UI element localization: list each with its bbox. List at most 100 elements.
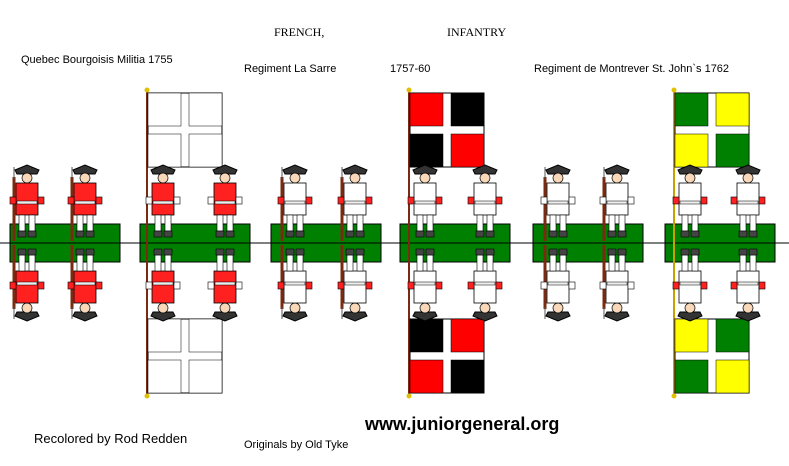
tricorne-hat [545, 311, 571, 322]
flag-quadrant [147, 133, 182, 168]
leg [286, 214, 294, 232]
leg [286, 254, 294, 272]
soldier [67, 245, 103, 322]
tricorne-hat [735, 164, 761, 175]
cuff [305, 196, 313, 205]
shoe [748, 230, 758, 238]
leg [346, 254, 354, 272]
face [289, 302, 301, 314]
soldier [9, 245, 45, 322]
label-la-sarre: Regiment La Sarre [244, 63, 337, 75]
face [157, 172, 169, 184]
face [742, 172, 754, 184]
shoe [485, 230, 495, 238]
cuff [95, 281, 103, 290]
leg [164, 254, 172, 272]
montrever-officers-with-flag [671, 87, 766, 399]
website-link[interactable]: www.juniorgeneral.org [365, 414, 560, 434]
mirrored-figures [145, 248, 243, 322]
mirrored-figures [407, 248, 503, 322]
shoe [17, 248, 27, 256]
belt [74, 200, 96, 205]
flag-quadrant [188, 318, 223, 353]
soldier [337, 245, 373, 322]
flag [147, 92, 223, 168]
leg [76, 214, 84, 232]
soldier [730, 248, 766, 322]
flag [409, 318, 485, 394]
flag-quadrant [147, 318, 182, 353]
belt [474, 281, 496, 286]
belt [679, 200, 701, 205]
cuff [173, 281, 181, 290]
flag-quadrant [674, 359, 709, 394]
soldier [540, 164, 576, 241]
shoe [285, 230, 295, 238]
cuff [758, 281, 766, 290]
soldier [277, 245, 313, 322]
shoe [617, 248, 627, 256]
cuff [95, 196, 103, 205]
credit-originals: Originals by Old Tyke [244, 439, 349, 451]
coat [605, 182, 629, 216]
soldier [672, 248, 708, 322]
leg [691, 214, 699, 232]
cuff [599, 196, 607, 205]
flag-quadrant [188, 359, 223, 394]
soldier [145, 248, 181, 322]
cuff [207, 281, 215, 290]
shoe [345, 230, 355, 238]
soldier [337, 164, 373, 241]
soldier [672, 164, 708, 238]
flag [674, 92, 750, 168]
flag [147, 318, 223, 394]
cuff [495, 281, 503, 290]
leg [76, 254, 84, 272]
face [79, 302, 91, 314]
tricorne-hat [72, 311, 98, 322]
leg [154, 254, 162, 272]
belt [737, 281, 759, 286]
face [742, 302, 754, 314]
upright-figures [672, 164, 766, 238]
shoe [680, 248, 690, 256]
cuff [365, 281, 373, 290]
flag-quadrant [188, 133, 223, 168]
leg [86, 214, 94, 232]
cuff [467, 281, 475, 290]
tricorne-hat [14, 311, 40, 322]
soldier [67, 164, 103, 241]
flag-quadrant [450, 359, 485, 394]
flag-quadrant [674, 318, 709, 353]
tricorne-hat [412, 164, 438, 175]
belt [679, 281, 701, 286]
shoe [607, 230, 617, 238]
belt [16, 200, 38, 205]
soldier [207, 164, 243, 238]
shoe [485, 248, 495, 256]
coat [151, 270, 175, 304]
cuff [407, 281, 415, 290]
shoe [85, 230, 95, 238]
cuff [700, 196, 708, 205]
shoe [475, 248, 485, 256]
title-french: FRENCH, [274, 25, 325, 39]
tricorne-hat [545, 164, 571, 175]
leg [416, 214, 424, 232]
leg [486, 214, 494, 232]
shoe [153, 230, 163, 238]
upright-figures [540, 164, 635, 241]
mirrored-figures [9, 245, 103, 322]
leg [154, 214, 162, 232]
flag-quadrant [715, 92, 750, 127]
tricorne-hat [282, 311, 308, 322]
face [219, 172, 231, 184]
leg [559, 254, 567, 272]
shoe [355, 230, 365, 238]
cuff [305, 281, 313, 290]
cuff [540, 196, 548, 205]
leg [618, 214, 626, 232]
tricorne-hat [14, 164, 40, 175]
leg [28, 214, 36, 232]
flag-quadrant [450, 318, 485, 353]
